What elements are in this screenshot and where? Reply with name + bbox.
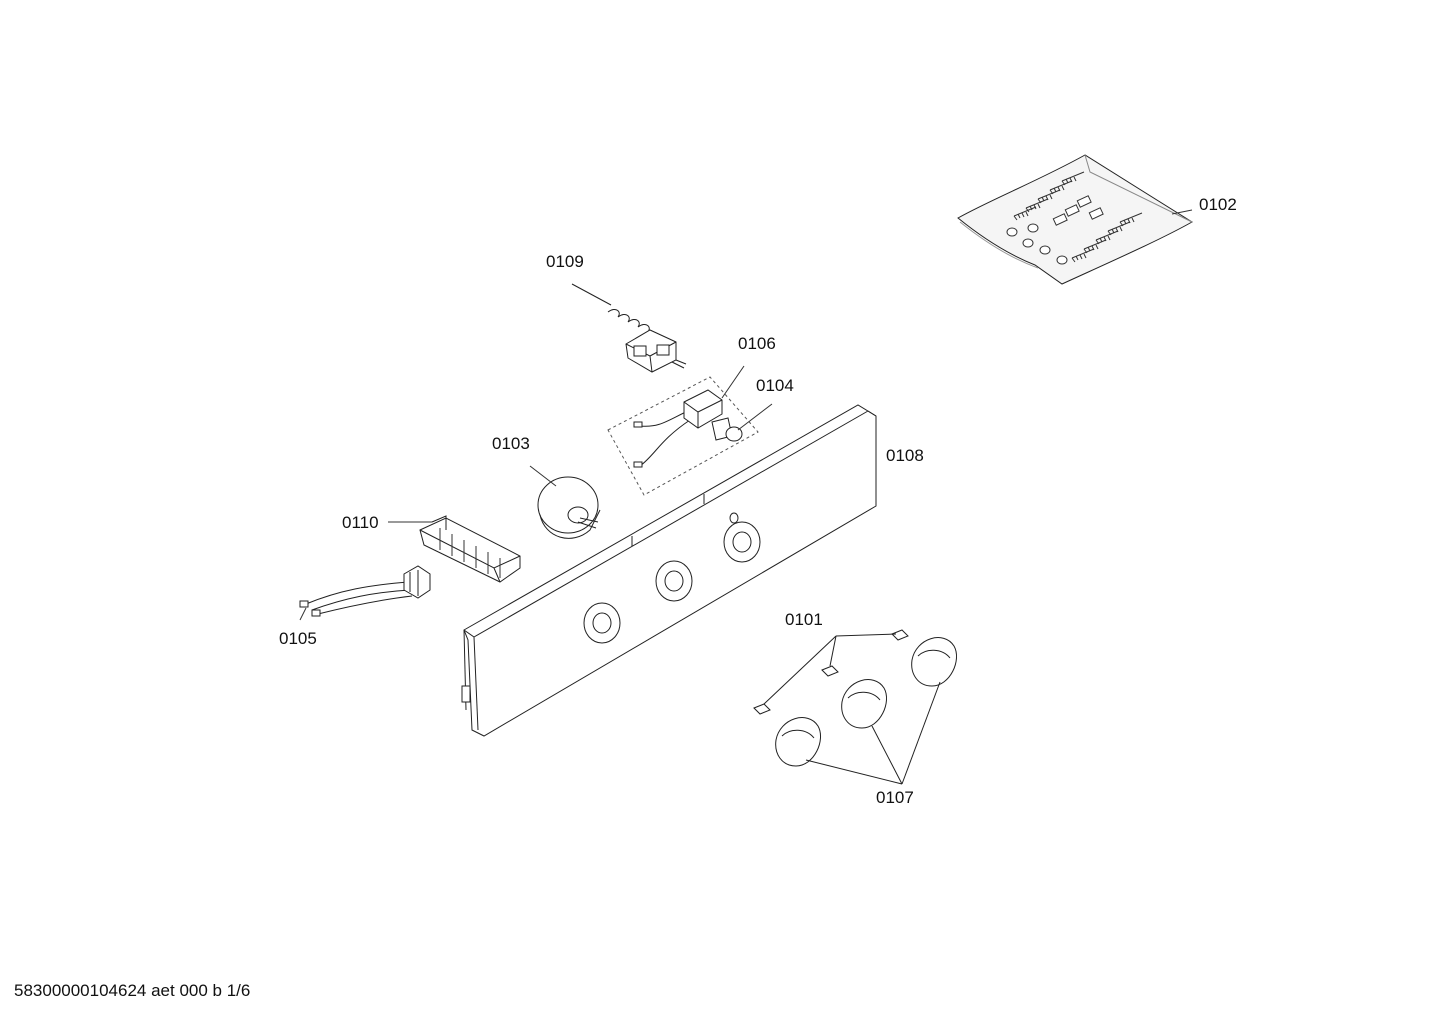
document-code: 58300000104624 aet 000 b 1/6 [14, 981, 251, 1000]
terminal-block-part [420, 516, 520, 582]
callout-0109: 0109 [546, 252, 584, 271]
callout-0104: 0104 [756, 376, 794, 395]
callout-0106: 0106 [738, 334, 776, 353]
control-panel-part [462, 405, 876, 736]
switch-assembly-part [608, 377, 758, 495]
callout-0101: 0101 [785, 610, 823, 629]
callout-0102: 0102 [1199, 195, 1237, 214]
screw-bag-part [958, 155, 1192, 284]
wire-harness-part [300, 566, 430, 616]
thermostat-part [572, 284, 686, 372]
callout-0110: 0110 [342, 513, 379, 532]
callout-0108: 0108 [886, 446, 924, 465]
knobs-part [754, 630, 957, 784]
callout-0103: 0103 [492, 434, 530, 453]
leader-lines [300, 210, 1192, 620]
callout-0105: 0105 [279, 629, 317, 648]
timer-motor-part [538, 477, 600, 538]
callout-0107: 0107 [876, 788, 914, 807]
